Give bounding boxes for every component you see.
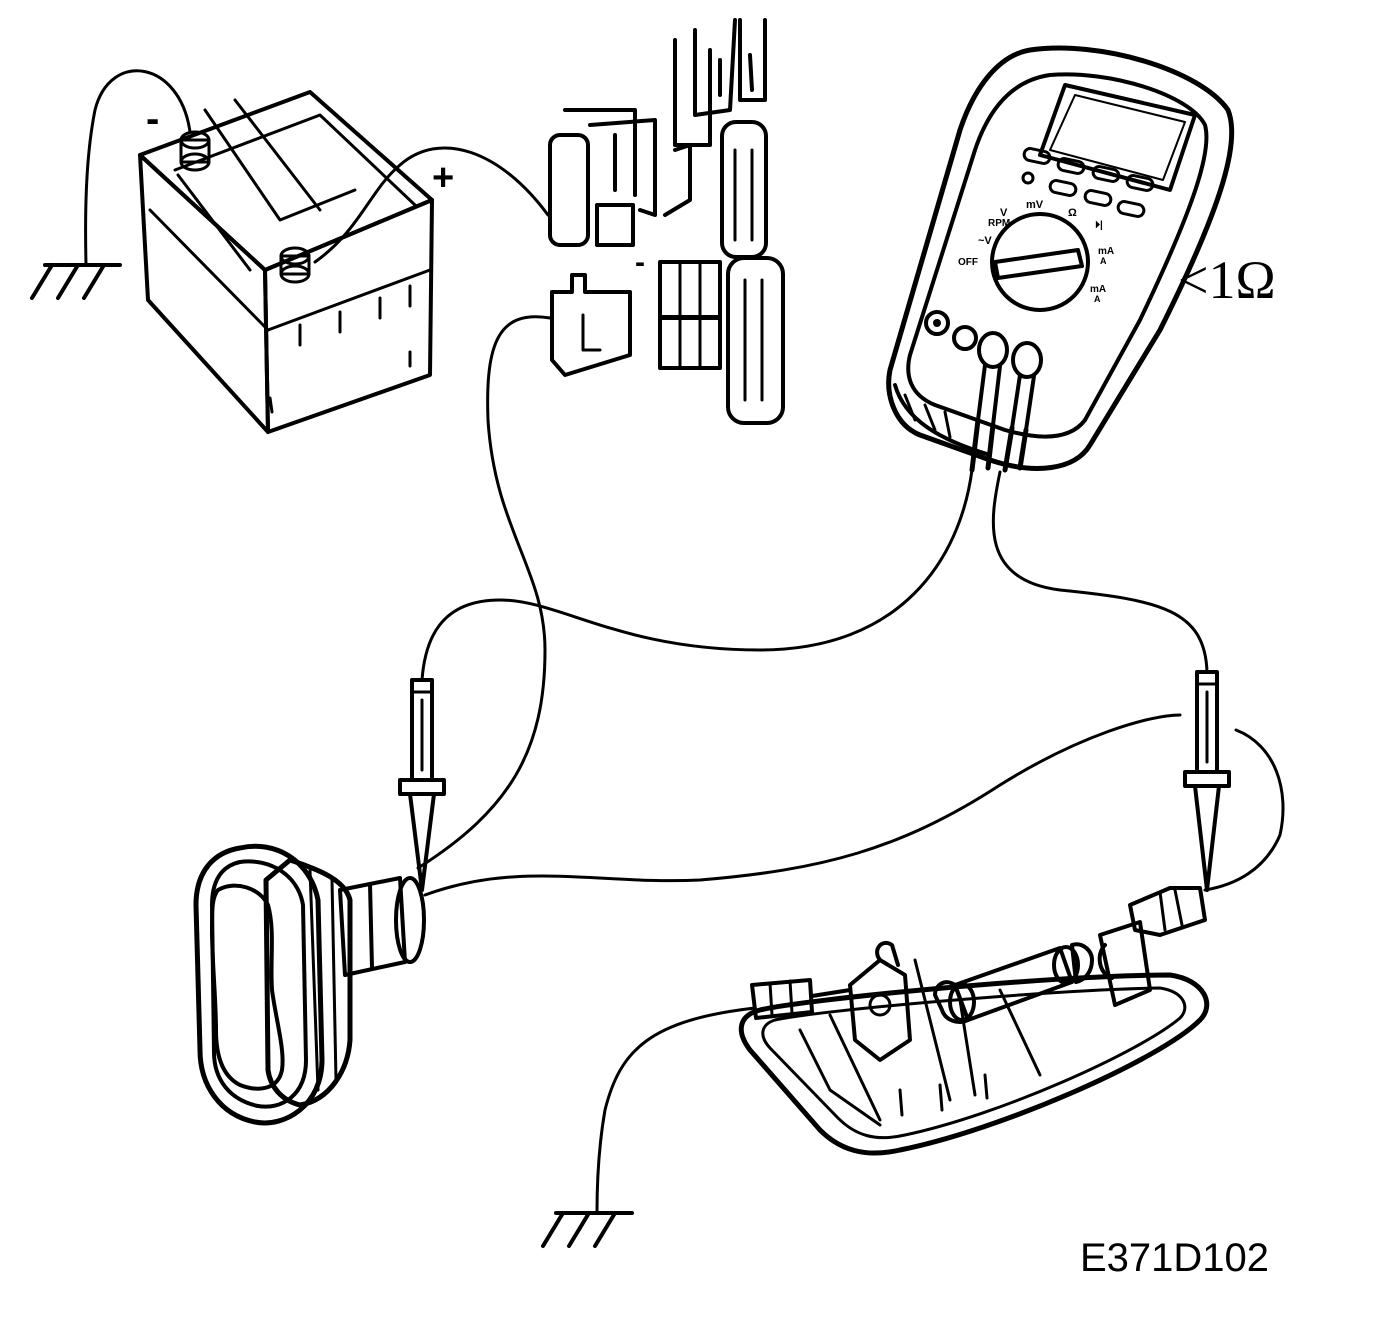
- dial-label-ma2: mA: [1090, 284, 1106, 295]
- multimeter-reading: <1Ω: [1178, 250, 1276, 310]
- dial-label-v: V: [1000, 207, 1008, 219]
- wire-meter-lead-right: [991, 470, 1209, 674]
- fuse-removed: [550, 273, 632, 377]
- multimeter-rotary-dial: [990, 212, 1090, 312]
- ground-symbol-battery: [30, 263, 122, 300]
- dial-label-ma2-a: A: [1094, 294, 1101, 304]
- jack-ma: [952, 325, 978, 351]
- ground-symbol-lamp: [541, 1211, 634, 1248]
- fuse-relay-upper: [548, 133, 590, 247]
- battery-negative-label: -: [146, 97, 159, 141]
- dial-label-off: OFF: [958, 257, 978, 268]
- jack-com-plug: [977, 331, 1009, 369]
- wire-meter-lead-left: [420, 468, 974, 682]
- multimeter-holster: [886, 45, 1235, 471]
- dial-label-ma-a: A: [1100, 256, 1107, 266]
- dial-label-rpm: RPM: [988, 218, 1010, 229]
- lamp-housing: [738, 972, 1210, 1156]
- wires: [84, 69, 1285, 1214]
- lamp-bulb: [933, 942, 1094, 1024]
- wire-lamp-return: [1203, 728, 1285, 892]
- multimeter-display: [1038, 83, 1197, 192]
- battery: - +: [138, 90, 454, 434]
- switch-bezel: [193, 843, 325, 1126]
- dial-label-ohm: Ω: [1068, 207, 1077, 219]
- rocker-switch: [193, 843, 426, 1126]
- dial-label-diode: ⏵|: [1095, 220, 1103, 231]
- switch-rocker: [210, 883, 285, 1091]
- wire-fuse-to-switch: [416, 315, 552, 870]
- fuse-block: [726, 256, 785, 425]
- dial-label-ac-v: ~V: [978, 235, 992, 247]
- lamp-connector-right: [1128, 886, 1207, 937]
- wire-battery-positive: [313, 146, 550, 264]
- multimeter-buttons: [1021, 147, 1155, 218]
- jack-a: [924, 310, 950, 336]
- courtesy-lamp: [738, 886, 1210, 1156]
- switch-connector: [394, 876, 426, 964]
- fusebox-minus-label: -: [635, 246, 645, 279]
- battery-positive-label: +: [432, 157, 454, 199]
- multimeter: V RPM mV Ω ⏵| ~V OFF mA A mA A <1Ω: [886, 45, 1276, 473]
- test-probe-right: [1183, 670, 1231, 892]
- dial-label-mv: mV: [1026, 199, 1044, 211]
- wire-switch-to-lamp: [423, 713, 1182, 897]
- fuse-box: -: [548, 18, 785, 425]
- jack-v-plug: [1011, 341, 1043, 379]
- test-probe-left: [398, 678, 446, 892]
- wire-battery-ground: [84, 69, 192, 267]
- dial-label-ma: mA: [1098, 246, 1114, 257]
- wire-lamp-ground: [595, 1006, 757, 1214]
- figure-code: E371D102: [1080, 1236, 1269, 1280]
